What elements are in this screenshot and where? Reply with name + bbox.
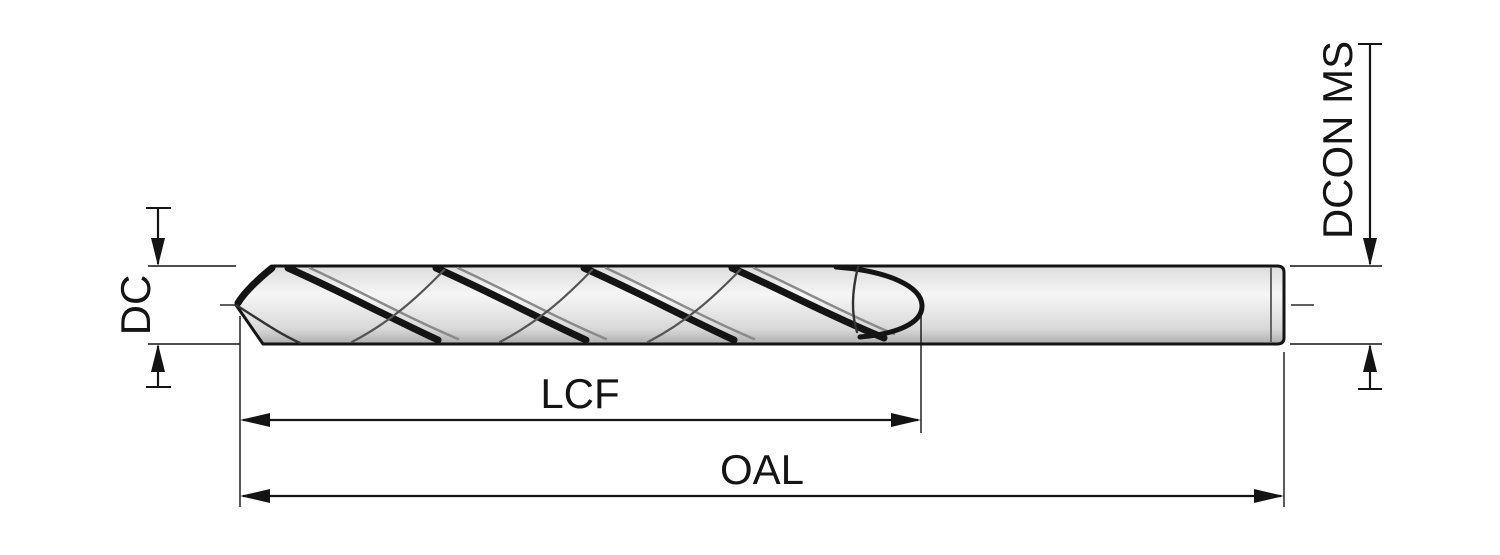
flute-spiral-3 — [580, 264, 738, 344]
flute-highlight-2 — [456, 266, 608, 341]
drill-cutting-lip — [234, 303, 302, 345]
lcf-left-arrowhead-icon — [240, 413, 270, 427]
flute-highlight-3 — [604, 266, 756, 341]
oal-right-arrowhead-icon — [1254, 489, 1284, 503]
flute-runout-curve — [833, 264, 925, 340]
flute-end-line — [851, 265, 860, 334]
dcon-ms-dimension: DCON MS — [1290, 41, 1382, 390]
lcf-dimension: LCF — [239, 314, 922, 507]
flute-spiral-2 — [432, 264, 590, 344]
drill-body-outline — [234, 264, 1286, 346]
dcon-top-arrowhead-icon — [1363, 238, 1377, 266]
flute-spiral-1 — [284, 264, 442, 344]
flute-backline-1 — [350, 268, 446, 344]
dcon-ms-label: DCON MS — [1314, 41, 1361, 239]
dc-top-arrowhead-icon — [151, 238, 165, 266]
oal-dimension: OAL — [240, 352, 1285, 507]
drill-bit — [234, 264, 1286, 346]
flute-backline-2 — [498, 268, 594, 344]
flute-highlight-1 — [308, 266, 460, 341]
oal-left-arrowhead-icon — [240, 489, 270, 503]
lcf-label: LCF — [540, 370, 619, 417]
lcf-right-arrowhead-icon — [891, 413, 921, 427]
dc-dimension: DC — [112, 207, 240, 388]
oal-label: OAL — [720, 446, 804, 493]
flute-spiral-4 — [728, 264, 888, 342]
flute-highlight-4 — [752, 266, 896, 336]
flute-backline-3 — [646, 268, 742, 344]
dc-label: DC — [112, 275, 159, 336]
drill-tip-edge — [234, 264, 276, 307]
